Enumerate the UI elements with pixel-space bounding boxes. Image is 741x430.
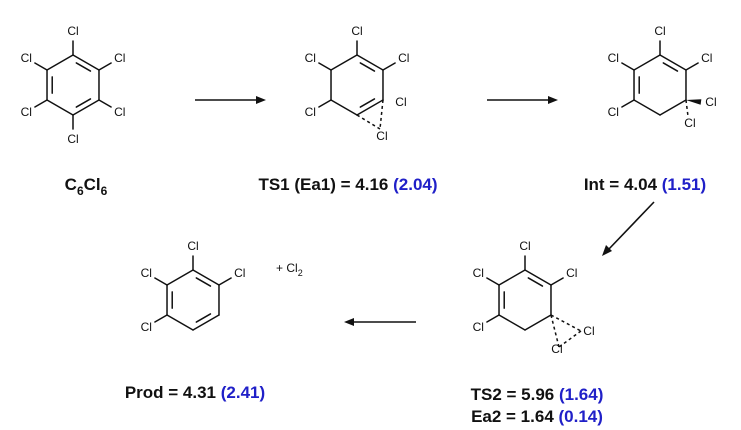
arrow-head-1 <box>256 96 266 104</box>
ts1-label: TS1 (Ea1) = 4.16 (2.04) <box>258 175 437 194</box>
ts2-label: TS2 = 5.96 (1.64) <box>471 385 604 404</box>
cl-atom-label: Cl <box>376 129 387 143</box>
cl-atom-label: Cl <box>519 239 530 253</box>
cl-atom-label: Cl <box>566 266 577 280</box>
cl-atom-label: Cl <box>114 105 125 119</box>
molecules: ClClClClClClClClClClClClClClClClClClClCl… <box>21 24 717 356</box>
reagent-label: C6Cl6 <box>65 175 108 198</box>
labels: C6Cl6 TS1 (Ea1) = 4.16 (2.04) Int = 4.04… <box>65 175 707 426</box>
ts2-value: (1.64) <box>559 385 603 404</box>
arrow-head-2 <box>548 96 558 104</box>
int-value: (1.51) <box>662 175 706 194</box>
ts1-value: (2.04) <box>393 175 437 194</box>
cl-atom-label: Cl <box>187 239 198 253</box>
cl-atom-label: Cl <box>114 51 125 65</box>
arrow-head-3 <box>602 245 612 256</box>
cl-atom-label: Cl <box>351 24 362 38</box>
arrow-3 <box>607 201 655 251</box>
cl-atom-label: Cl <box>67 132 78 146</box>
cl-atom-label: Cl <box>141 320 152 334</box>
coproduct-cl2: + Cl2 <box>276 261 303 278</box>
cl-atom-label: Cl <box>701 51 712 65</box>
cl-atom-label: Cl <box>21 105 32 119</box>
prod-value: (2.41) <box>221 383 265 402</box>
cl-atom-label: Cl <box>305 51 316 65</box>
reaction-arrows <box>195 96 655 326</box>
cl-atom-label: Cl <box>608 51 619 65</box>
cl-atom-label: Cl <box>654 24 665 38</box>
cl-atom-label: Cl <box>608 105 619 119</box>
cl-atom-label: Cl <box>67 24 78 38</box>
ea2-value: (0.14) <box>559 407 603 426</box>
int-label: Int = 4.04 (1.51) <box>584 175 706 194</box>
cl-atom-label: Cl <box>141 266 152 280</box>
cl-atom-label: Cl <box>473 320 484 334</box>
ea2-label: Ea2 = 1.64 (0.14) <box>471 407 603 426</box>
cl-atom-label: Cl <box>551 342 562 356</box>
cl-atom-label: Cl <box>583 324 594 338</box>
arrow-head-4 <box>344 318 354 326</box>
prod-label: Prod = 4.31 (2.41) <box>125 383 265 402</box>
cl-atom-label: Cl <box>234 266 245 280</box>
cl-atom-label: Cl <box>21 51 32 65</box>
cl-atom-label: Cl <box>705 95 716 109</box>
cl-atom-label: Cl <box>684 116 695 130</box>
cl-atom-label: Cl <box>473 266 484 280</box>
cl-atom-label: Cl <box>398 51 409 65</box>
cl-atom-label: Cl <box>395 95 406 109</box>
cl-atom-label: Cl <box>305 105 316 119</box>
